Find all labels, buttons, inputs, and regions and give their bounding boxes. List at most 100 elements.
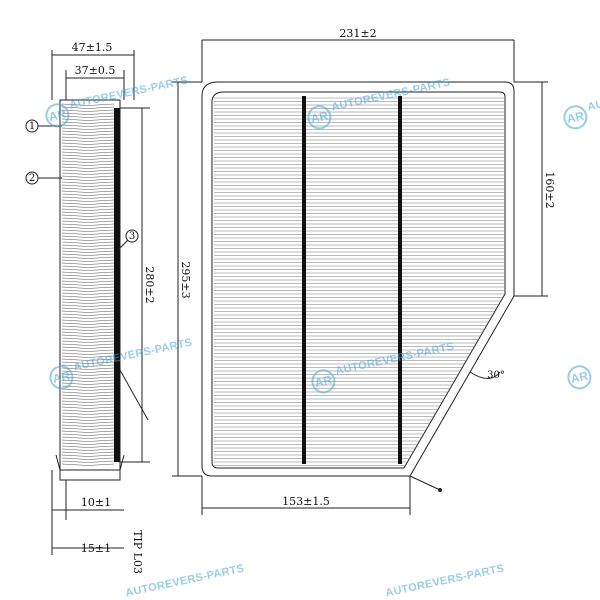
pleat-line [61,301,115,304]
pleat-line [61,406,115,409]
pleat-line [61,376,115,379]
pleat-line [61,292,115,295]
pleat-line [61,196,115,199]
pleat-line [61,142,115,145]
pleat-line [61,457,115,460]
pleat-line [61,400,115,403]
dim-front-height-label: 295±3 [179,261,192,298]
pleat-line [61,241,115,244]
pleat-line [61,139,115,142]
pleat-line [61,412,115,415]
pleat-line [61,187,115,190]
pleat-line [61,280,115,283]
front-view-support-bar-1 [302,96,306,464]
pleat-line [61,109,115,112]
watermark-text: AUTOREVERS-PARTS [586,77,600,114]
front-view-outer-frame [201,81,515,477]
pleat-line [61,163,115,166]
pleat-line [61,223,115,226]
front-view-support-bar-2 [398,96,402,464]
pleat-line [61,190,115,193]
watermark-logo: AR [565,109,585,126]
pleat-line [61,388,115,391]
dim-bottom-a-label: 10±1 [81,496,111,509]
pleat-line [61,460,115,463]
pleat-line [61,364,115,367]
pleat-line [61,181,115,184]
pleat-line [61,199,115,202]
pleat-line [61,232,115,235]
pleat-line [61,166,115,169]
pleat-line [61,307,115,310]
watermark-logo: AR [569,369,589,386]
pleat-line [61,136,115,139]
pleat-line [61,325,115,328]
pleat-line [61,253,115,256]
callouts: 1 2 3 [25,119,139,243]
pleat-line [61,220,115,223]
pleat-line [61,118,115,121]
pleat-line [61,427,115,430]
pleat-line [61,451,115,454]
angle-arc [469,371,501,379]
pleat-line [61,379,115,382]
pleat-line [61,445,115,448]
pleat-line [61,373,115,376]
pleat-line [61,250,115,253]
pleat-line [61,310,115,313]
pleat-line [61,256,115,259]
pleat-line [61,394,115,397]
pleat-line [61,409,115,412]
side-view-pleats [61,103,115,466]
watermark-3: AR AUTOREVERS-PARTS [563,77,600,130]
pleat-line [61,157,115,160]
pleat-line [61,385,115,388]
watermark-6: AR [567,365,592,390]
pleat-line [61,217,115,220]
pleat-line [61,421,115,424]
pleat-line [61,319,115,322]
pleat-line [61,226,115,229]
pleat-line [61,151,115,154]
pleat-line [61,265,115,268]
front-view-pleats [214,97,504,466]
dim-front-bottom-label: 153±1.5 [282,495,330,508]
pleat-line [61,124,115,127]
dim-bottom-b-label: 15±1 [81,542,111,555]
watermark-logo: AR [313,373,333,390]
pleat-line [61,133,115,136]
pleat-line [61,277,115,280]
pleat-line [61,211,115,214]
pleat-line [61,262,115,265]
pleat-line [61,349,115,352]
angle-label: 30° [487,370,505,381]
pleat-line [61,304,115,307]
pleat-line [61,247,115,250]
pleat-line [61,244,115,247]
pleat-line [61,436,115,439]
pleat-line [61,169,115,172]
pleat-line [61,127,115,130]
pleat-line [61,343,115,346]
pleat-line [61,106,115,109]
pleat-line [61,160,115,163]
pleat-line [61,238,115,241]
pleat-line [61,271,115,274]
dim-front-width-label: 231±2 [339,27,376,40]
pleat-line [61,442,115,445]
watermark-text: AUTOREVERS-PARTS [334,341,455,378]
pleat-line [61,112,115,115]
pleat-line [61,337,115,340]
callout-3-circle [125,229,139,243]
pleat-line [61,463,115,466]
pleat-line [61,334,115,337]
pleat-line [61,130,115,133]
pleat-line [61,145,115,148]
pleat-line [61,193,115,196]
pleat-line [61,172,115,175]
watermark-logo: AR [51,369,71,386]
pleat-line [61,352,115,355]
watermark-text: AUTOREVERS-PARTS [68,75,189,112]
callout-1-circle [25,119,39,133]
